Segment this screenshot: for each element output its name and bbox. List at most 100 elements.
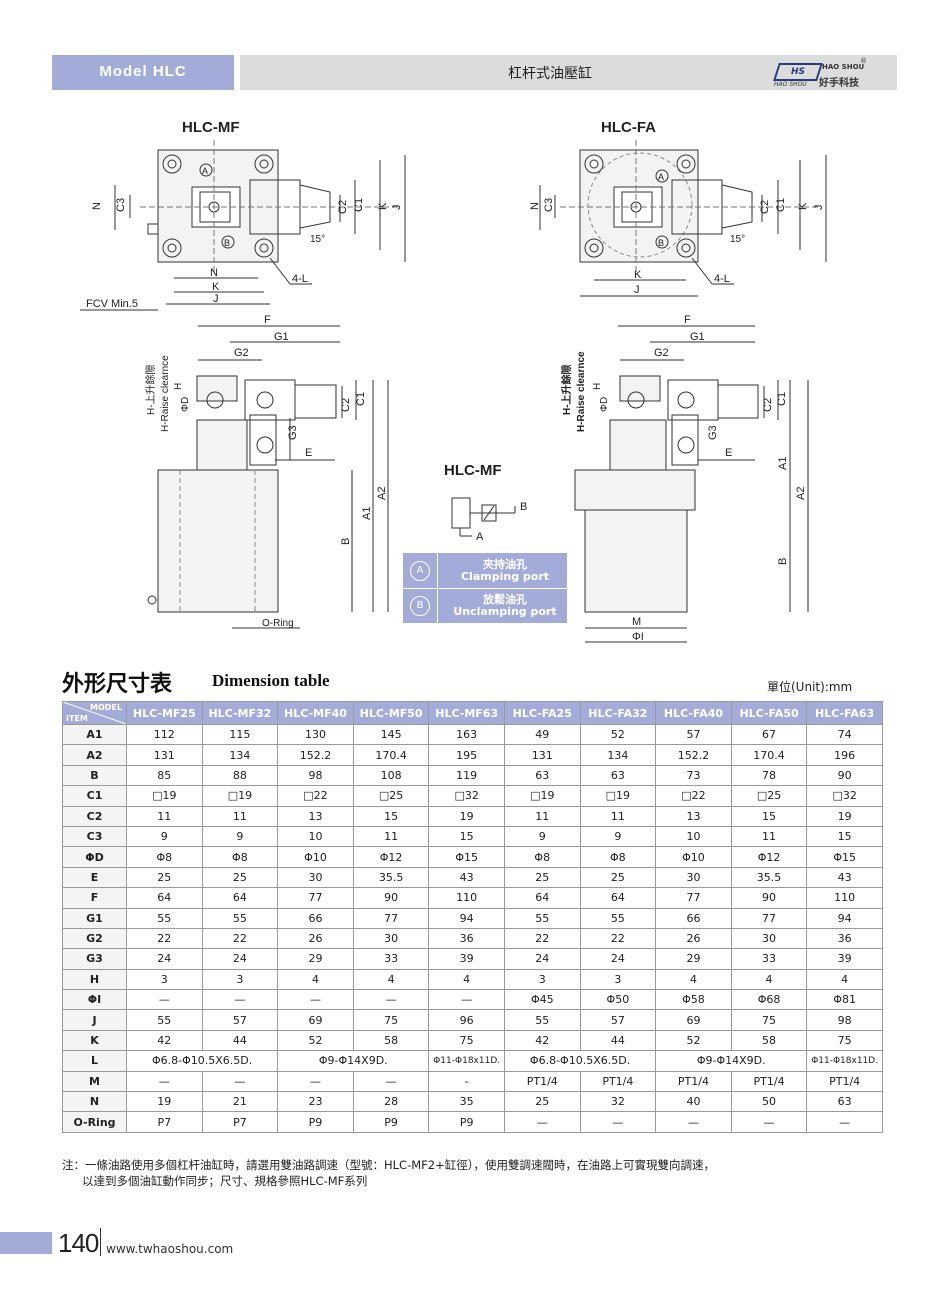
- legend-label-en: Unclamping port: [453, 605, 557, 618]
- brand-name-en-small: HAO SHOU: [774, 81, 807, 88]
- footer-divider: [100, 1228, 101, 1256]
- table-cell: 11: [352, 825, 430, 848]
- table-cell: 33: [730, 948, 808, 970]
- svg-text:4-L: 4-L: [714, 273, 730, 285]
- svg-text:H-Raise clearnce: H-Raise clearnce: [576, 351, 587, 432]
- table-cell: Φ8: [126, 846, 203, 868]
- table-cell: 35.5: [730, 866, 808, 889]
- table-cell: —: [201, 1070, 279, 1093]
- table-cell: 3: [503, 968, 581, 991]
- table-cell: Φ15: [806, 846, 883, 868]
- table-cell: Φ11-Φ18x11D.: [428, 1050, 505, 1072]
- svg-text:O-Ring: O-Ring: [262, 618, 294, 629]
- column-header: HLC-MF63: [428, 701, 505, 725]
- dimension-table: MODEL ITEM HLC-MF25 HLC-MF32 HLC-MF40 HL…: [62, 701, 883, 1133]
- table-cell: 78: [730, 764, 808, 787]
- svg-text:K: K: [634, 269, 642, 281]
- table-cell: 73: [655, 764, 732, 787]
- table-cell: PT1/4: [579, 1070, 657, 1093]
- table-cell: 58: [352, 1029, 430, 1052]
- row-header: C2: [62, 805, 127, 827]
- table-cell: 9: [503, 825, 581, 848]
- table-cell: 15: [806, 825, 883, 848]
- svg-text:E: E: [725, 447, 732, 459]
- table-cell: 22: [503, 927, 581, 950]
- table-cell: —: [352, 989, 430, 1011]
- table-cell: 42: [503, 1029, 581, 1052]
- column-header: HLC-FA63: [806, 701, 883, 725]
- port-b-marker: B: [410, 596, 430, 616]
- svg-text:G3: G3: [707, 425, 719, 440]
- table-cell: —: [126, 1070, 203, 1093]
- svg-text:N: N: [210, 267, 218, 279]
- table-cell: PT1/4: [503, 1070, 581, 1093]
- svg-text:H-上升餘隙: H-上升餘隙: [560, 364, 573, 415]
- row-header: L: [62, 1050, 127, 1072]
- table-row: C1□19□19□22□25□32□19□19□22□25□32: [62, 785, 883, 807]
- table-cell: 11: [126, 805, 203, 827]
- website-link[interactable]: www.twhaoshou.com: [106, 1242, 234, 1256]
- table-cell: 23: [277, 1091, 354, 1113]
- model-label: Model HLC: [99, 63, 187, 80]
- table-cell: 64: [503, 887, 581, 909]
- table-cell: 32: [579, 1091, 657, 1113]
- table-cell: 96: [428, 1009, 505, 1031]
- table-cell: 30: [277, 866, 354, 889]
- legend-label-cn: 夾持油孔: [483, 558, 527, 571]
- table-cell: 57: [579, 1009, 657, 1031]
- svg-text:J: J: [213, 293, 219, 305]
- table-cell: 90: [730, 887, 808, 909]
- table-cell: Φ9-Φ14X9D.: [277, 1050, 430, 1072]
- table-cell: 63: [503, 764, 581, 787]
- row-header: ΦI: [62, 989, 127, 1011]
- row-header: F: [62, 887, 127, 909]
- svg-text:4-L: 4-L: [292, 273, 308, 285]
- hydraulic-symbol-title: HLC-MF: [444, 462, 502, 479]
- table-cell: 9: [201, 825, 279, 848]
- table-cell: 29: [277, 948, 354, 970]
- hydraulic-symbol: B A: [451, 497, 527, 543]
- table-cell: 170.4: [352, 744, 430, 766]
- table-cell: 11: [503, 805, 581, 827]
- table-cell: 9: [579, 825, 657, 848]
- table-cell: 19: [806, 805, 883, 827]
- table-cell: 55: [126, 1009, 203, 1031]
- fa-side-view: F G1 G2 E C2 C1 A1 A2 B G3 H ΦD H-上升餘隙 H…: [560, 314, 809, 643]
- row-header: B: [62, 764, 127, 787]
- table-cell: Φ11-Φ18x11D.: [806, 1050, 883, 1072]
- table-cell: 90: [352, 887, 430, 909]
- table-cell: 63: [806, 1091, 883, 1113]
- svg-text:A1: A1: [361, 507, 373, 520]
- table-cell: 39: [806, 948, 883, 970]
- table-cell: 13: [655, 805, 732, 827]
- table-cell: 11: [730, 825, 808, 848]
- table-cell: 170.4: [730, 744, 808, 766]
- table-cell: 75: [352, 1009, 430, 1031]
- brand-name-cn: 好手科技: [819, 78, 859, 89]
- table-cell: 10: [655, 825, 732, 848]
- table-cell: 19: [126, 1091, 203, 1113]
- footnote: 注：一條油路使用多個杠杆油缸時，請選用雙油路調速（型號：HLC-MF2+缸徑），…: [62, 1157, 715, 1189]
- table-cell: □32: [428, 785, 505, 807]
- table-cell: PT1/4: [806, 1070, 883, 1093]
- svg-text:M: M: [632, 616, 641, 628]
- table-cell: 75: [428, 1029, 505, 1052]
- row-header: G1: [62, 907, 127, 929]
- row-header: A1: [62, 723, 127, 746]
- column-header: HLC-FA40: [655, 701, 732, 725]
- port-legend: A 夾持油孔 Clamping port B 放鬆油孔 Unclamping p…: [403, 553, 567, 623]
- svg-text:K: K: [377, 202, 389, 210]
- svg-text:E: E: [305, 447, 312, 459]
- column-header: HLC-MF25: [126, 701, 203, 725]
- table-cell: 67: [730, 723, 808, 746]
- table-cell: 94: [428, 907, 505, 929]
- table-cell: Φ8: [503, 846, 581, 868]
- svg-text:15°: 15°: [310, 234, 325, 245]
- table-cell: 30: [352, 927, 430, 950]
